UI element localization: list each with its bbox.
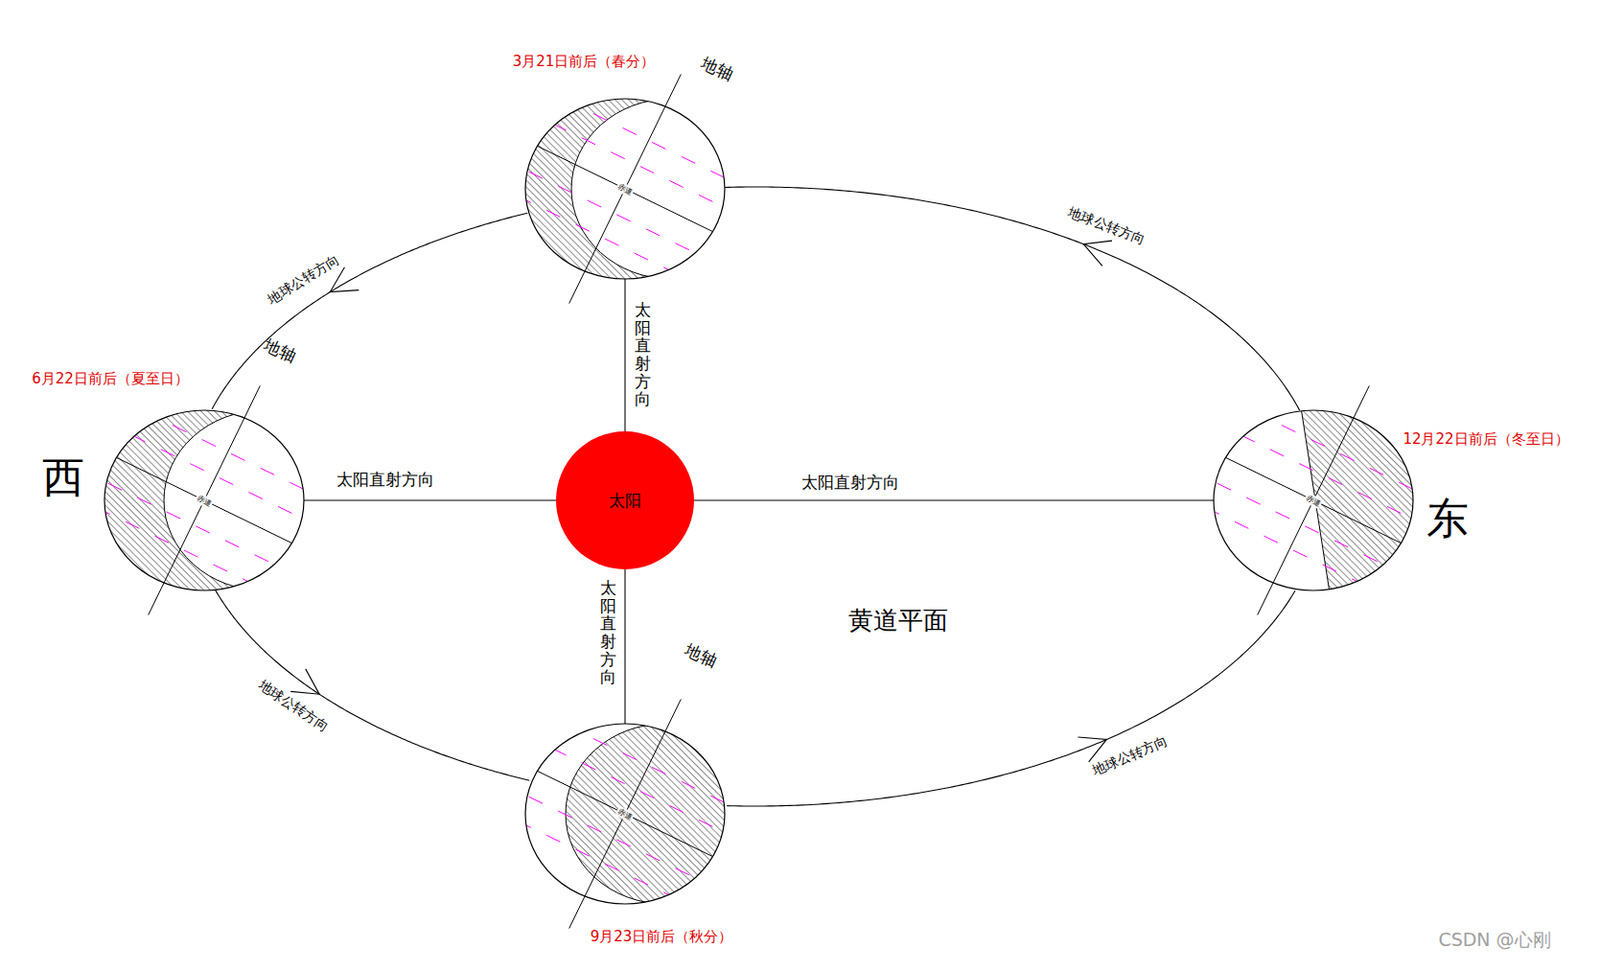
sunray-line [694,499,1214,501]
earth-surface [8,368,401,633]
connector-group [694,500,1214,502]
earth-axis [1257,385,1370,615]
sun-label: 太阳 [608,489,642,512]
sunray-label: 太阳直射方向 [336,468,435,491]
earth-surface [1117,314,1600,686]
earth-globe: 赤道 [104,410,304,591]
equator-line [452,104,798,273]
axis-label: 地轴 [681,638,721,673]
earth-globe: 赤道 [525,723,725,905]
sunray-label: 太阳直射方向 [634,301,651,409]
connector-group [211,212,528,409]
day-side [571,98,771,279]
connector-group [726,590,1296,807]
earth-axis [148,385,261,615]
orbit-arc [215,590,530,781]
date-label: 12月22日前后（冬至日） [1402,430,1569,449]
connector-group [625,569,627,724]
night-side [565,723,766,905]
orbit-arc [211,212,528,409]
earth-outline [525,98,725,279]
connector-group [625,278,627,432]
connector-group [303,500,557,502]
sun-circle: 太阳 [556,431,695,570]
watermark: CSDN @心刚 [1437,927,1551,953]
date-label: 3月21日前后（春分） [512,52,656,71]
earth-outline [1213,410,1414,591]
night-side [1286,314,1600,686]
orbit-arc [724,186,1300,411]
earth-outline [104,410,304,591]
sunray-label: 太阳直射方向 [801,471,900,494]
date-label: 6月22日前后（夏至日） [31,370,189,389]
sunray-line [624,569,626,724]
direction-label: 东 [1426,490,1469,548]
orbit-label: 地球公转方向 [255,676,332,736]
axis-label: 地轴 [260,333,301,368]
earth-globe: 赤道 [1213,410,1414,591]
orbit-arc [726,590,1296,807]
earth-axis [569,73,682,303]
equator-line [452,729,798,898]
earth-globe: 赤道 [525,98,725,279]
arrow-head [1083,240,1113,266]
orbit-label: 地球公转方向 [265,251,344,309]
earth-surface [429,56,822,322]
earth-outline [525,723,725,905]
connector-group [215,590,530,781]
earth-surface [429,681,822,947]
earth-axis [569,698,682,928]
arrow-head [290,669,320,695]
plane-label: 黄道平面 [848,603,949,638]
sunray-line [303,499,557,501]
connector-group [724,186,1300,411]
date-label: 9月23日前后（秋分） [590,927,734,947]
sunray-label: 太阳直射方向 [600,579,617,687]
direction-label: 西 [42,449,85,507]
equator-line [31,416,377,584]
day-side [163,410,364,591]
axis-label: 地轴 [697,51,738,86]
sunray-line [624,278,626,432]
sun-disc [556,431,695,570]
